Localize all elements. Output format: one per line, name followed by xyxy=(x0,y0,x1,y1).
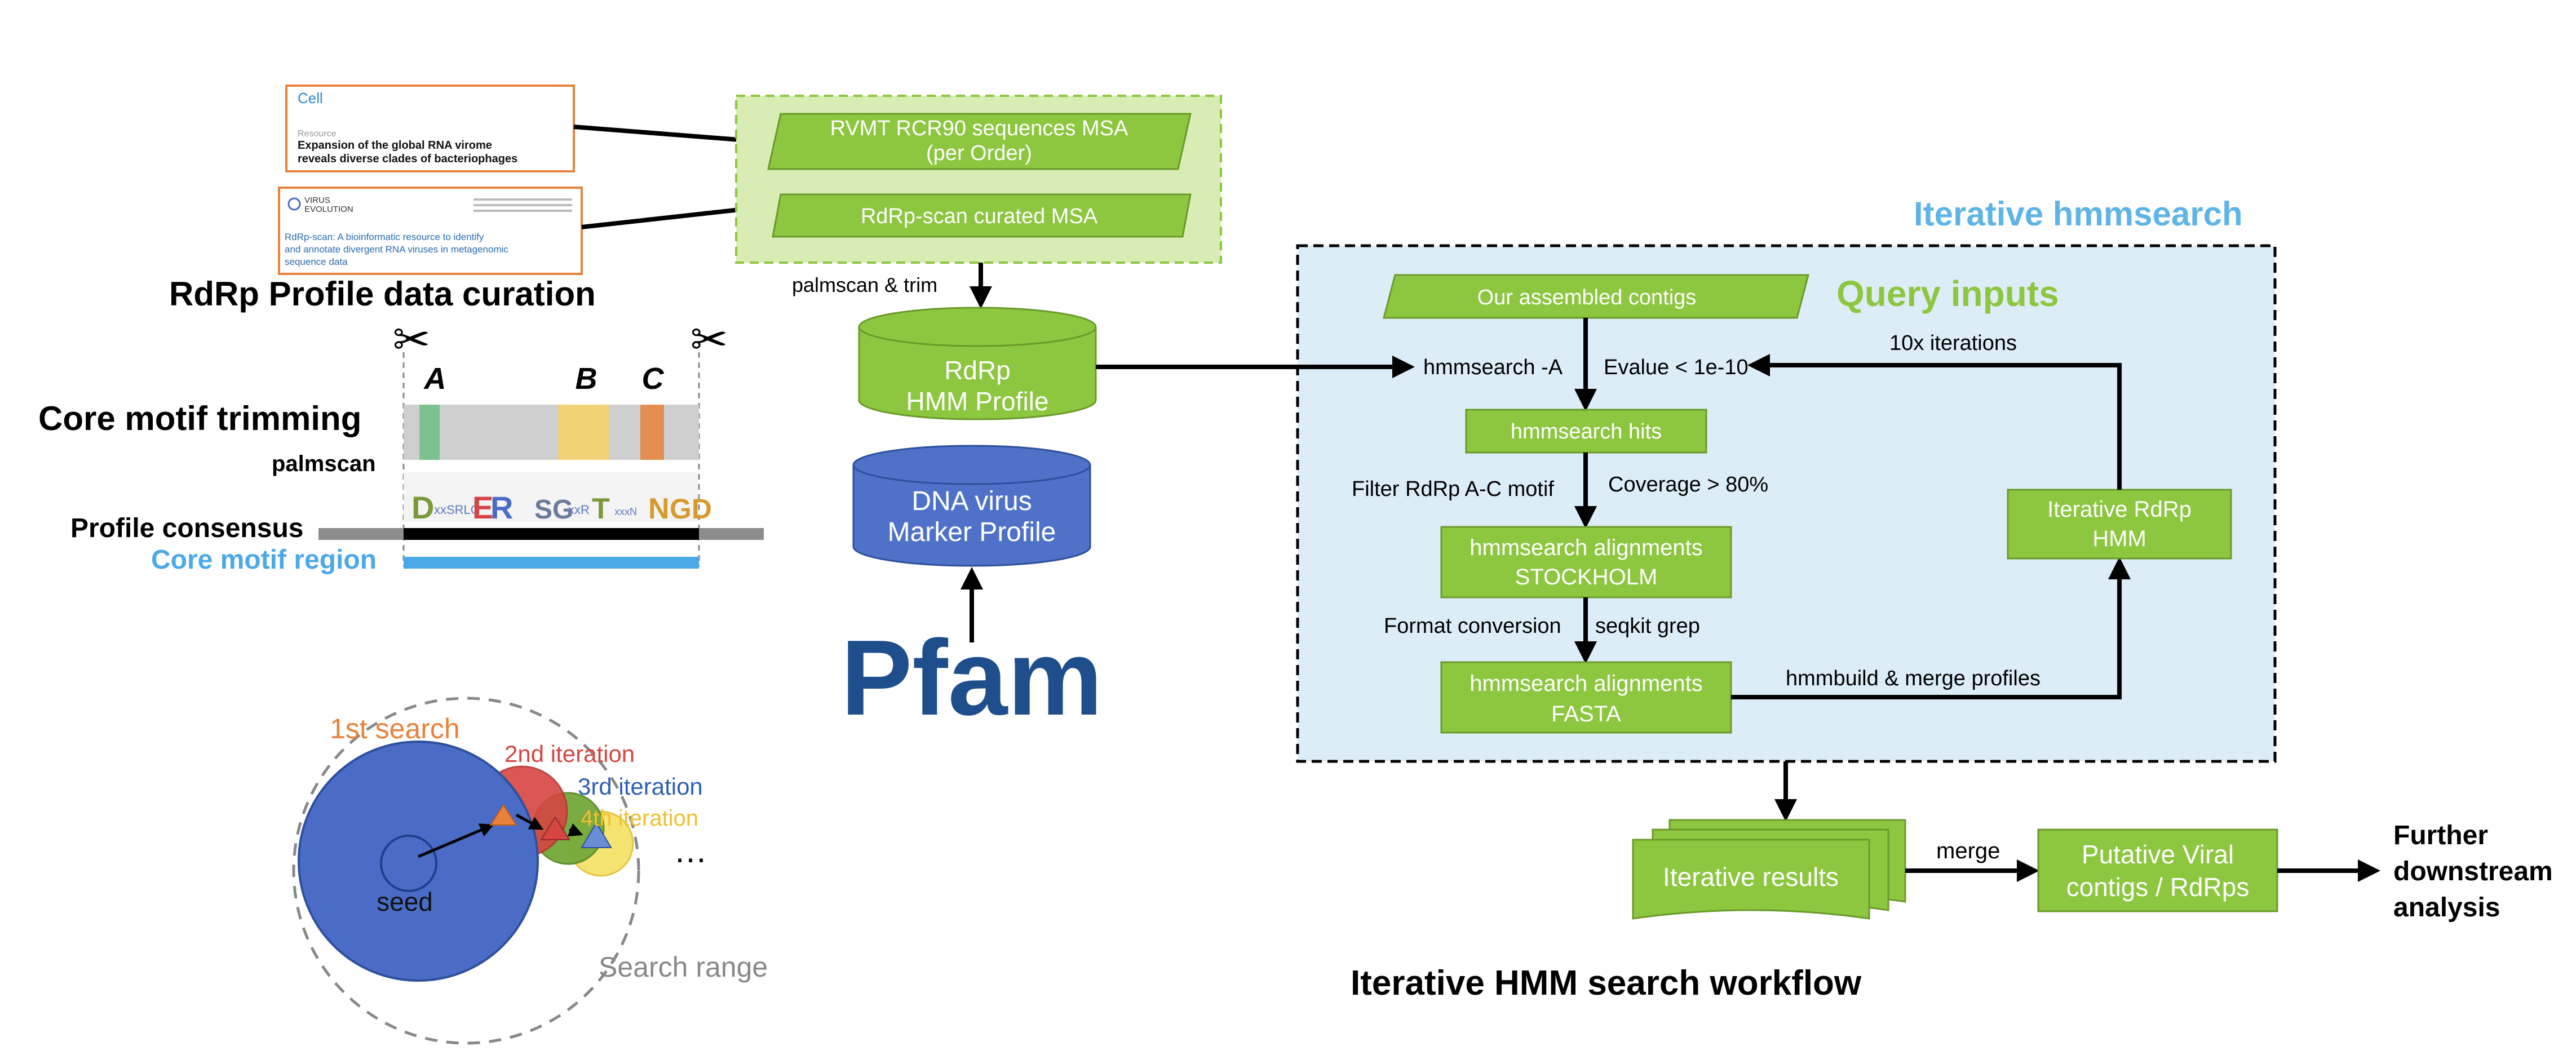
paper-cell-journal: Cell xyxy=(298,90,323,107)
format-conversion-label: Format conversion xyxy=(1384,614,1561,638)
paper-rdrpscan-thumbnail: VIRUS EVOLUTION RdRp-scan: A bioinformat… xyxy=(278,187,583,275)
fourth-iteration-label: 4th iteration xyxy=(581,806,698,831)
msa-rdrpscan-label: RdRp-scan curated MSA xyxy=(861,205,1098,228)
scissors-right-icon: ✂ xyxy=(690,314,728,365)
svg-text:SG: SG xyxy=(534,495,573,525)
hits-label: hmmsearch hits xyxy=(1511,420,1662,444)
palmscan-label: palmscan xyxy=(272,451,376,476)
svg-text:R: R xyxy=(490,490,513,525)
iterative-results-label: Iterative results xyxy=(1663,862,1839,892)
paper-rdrpscan-title-1: RdRp-scan: A bioinformatic resource to i… xyxy=(285,232,484,242)
core-motif-region-label: Core motif region xyxy=(151,545,377,575)
motif-a-label: A xyxy=(423,362,446,396)
palmscan-motif-bar xyxy=(404,405,699,460)
paper-cell-thumbnail: Cell Resource Expansion of the global RN… xyxy=(285,85,575,172)
svg-text:xxR: xxR xyxy=(568,503,590,517)
arrow-fasta-iterhmm xyxy=(1731,557,2131,699)
further-line3: analysis xyxy=(2393,893,2500,923)
sequence-logos: D xxSRLG E R SG xxR T xxxN N GD xyxy=(404,472,712,525)
dna-profile-line1: DNA virus xyxy=(911,486,1032,516)
rdrp-hmm-profile-cylinder: RdRp HMM Profile xyxy=(858,307,1097,420)
paper-rdrpscan-journal-2: EVOLUTION xyxy=(304,205,353,214)
svg-text:xxxN: xxxN xyxy=(614,506,637,517)
workflow-caption: Iterative HMM search workflow xyxy=(1351,964,1862,1003)
seed-label: seed xyxy=(377,887,433,916)
svg-text:T: T xyxy=(592,493,610,525)
putative-viral-node: Putative Viral contigs / RdRps xyxy=(2037,828,2278,912)
motif-b-label: B xyxy=(576,362,597,396)
palmscan-trim-label: palmscan & trim xyxy=(792,273,937,296)
putative-line1: Putative Viral xyxy=(2082,840,2234,869)
further-line1: Further xyxy=(2393,821,2488,850)
align-fasta-node: hmmsearch alignments FASTA xyxy=(1440,661,1732,734)
motif-c-label: C xyxy=(642,362,665,396)
motif-heading: Core motif trimming xyxy=(38,400,361,437)
iterative-hmm-node: Iterative RdRp HMM xyxy=(2007,489,2232,560)
rdrp-profile-line2: HMM Profile xyxy=(906,387,1048,416)
arrow-iterhmm-loop xyxy=(1747,354,2122,490)
putative-line2: contigs / RdRps xyxy=(2066,872,2250,902)
search-range-label: Search range xyxy=(599,951,768,983)
search-range-illustration: seed 1st search 2nd iteration 3rd iterat… xyxy=(292,697,768,1045)
iterative-results-node: Iterative results xyxy=(1632,819,1906,920)
hmmbuild-label: hmmbuild & merge profiles xyxy=(1786,667,2041,690)
paper-cell-kind: Resource xyxy=(298,129,337,139)
query-inputs-label: Query inputs xyxy=(1836,273,2059,314)
evalue-label: Evalue < 1e-10 xyxy=(1604,356,1749,379)
svg-text:E: E xyxy=(472,490,493,525)
second-iteration-label: 2nd iteration xyxy=(504,741,635,767)
seed-circle xyxy=(380,835,437,892)
msa-rvmt-line2: (per Order) xyxy=(926,141,1032,165)
search-range-circle xyxy=(292,697,640,1045)
iterations-label: 10x iterations xyxy=(1889,331,2017,355)
contigs-label: Our assembled contigs xyxy=(1477,286,1697,309)
hmmsearch-a-label: hmmsearch -A xyxy=(1423,356,1563,379)
svg-text:xxSRLG: xxSRLG xyxy=(434,503,480,517)
align-fa-line1: hmmsearch alignments xyxy=(1470,671,1703,696)
ellipsis: … xyxy=(674,832,707,870)
curation-heading: RdRp Profile data curation xyxy=(169,275,596,313)
paper-cell-title-2: reveals diverse clades of bacteriophages xyxy=(298,153,517,165)
paper-rdrpscan-title-2: and annotate divergent RNA viruses in me… xyxy=(285,244,508,255)
virus-evolution-logo-icon xyxy=(287,197,301,211)
align-sto-line2: STOCKHOLM xyxy=(1515,565,1658,589)
third-iteration-label: 3rd iteration xyxy=(578,773,703,800)
msa-rvmt: RVMT RCR90 sequences MSA (per Order) xyxy=(767,113,1192,170)
align-sto-line1: hmmsearch alignments xyxy=(1470,535,1703,560)
dna-profile-line2: Marker Profile xyxy=(888,517,1056,547)
hits-node: hmmsearch hits xyxy=(1465,409,1707,454)
align-stockholm-node: hmmsearch alignments STOCKHOLM xyxy=(1440,526,1732,598)
merge-label: merge xyxy=(1936,839,2000,863)
dna-virus-profile-cylinder: DNA virus Marker Profile xyxy=(852,445,1091,567)
filter-label: Filter RdRp A-C motif xyxy=(1352,477,1554,501)
profile-consensus-label: Profile consensus xyxy=(70,513,303,543)
profile-core-black-bar xyxy=(404,528,699,540)
msa-rdrpscan: RdRp-scan curated MSA xyxy=(772,193,1192,238)
core-motif-region-bar xyxy=(404,557,699,569)
iter-hmm-line2: HMM xyxy=(2092,526,2146,551)
svg-text:N: N xyxy=(648,493,670,525)
msa-rvmt-line1: RVMT RCR90 sequences MSA xyxy=(830,117,1128,140)
first-search-label: 1st search xyxy=(330,713,460,744)
svg-text:GD: GD xyxy=(670,493,712,525)
paper-cell-title-1: Expansion of the global RNA virome xyxy=(298,139,492,152)
workflow-title: Iterative hmmsearch xyxy=(1914,195,2243,233)
seqkit-label: seqkit grep xyxy=(1595,614,1700,638)
paper-rdrpscan-title-3: sequence data xyxy=(285,256,348,267)
rdrp-profile-line1: RdRp xyxy=(944,356,1011,385)
align-fa-line2: FASTA xyxy=(1551,702,1621,726)
scissors-left-icon: ✂ xyxy=(392,314,430,365)
coverage-label: Coverage > 80% xyxy=(1608,473,1768,496)
further-line2: downstream xyxy=(2393,857,2553,886)
iter-hmm-line1: Iterative RdRp xyxy=(2047,497,2192,522)
svg-text:D: D xyxy=(411,490,434,525)
pfam-logo: Pfam xyxy=(841,618,1103,738)
contigs-node: Our assembled contigs xyxy=(1383,274,1809,319)
paper-rdrpscan-journal-1: VIRUS xyxy=(304,196,330,205)
